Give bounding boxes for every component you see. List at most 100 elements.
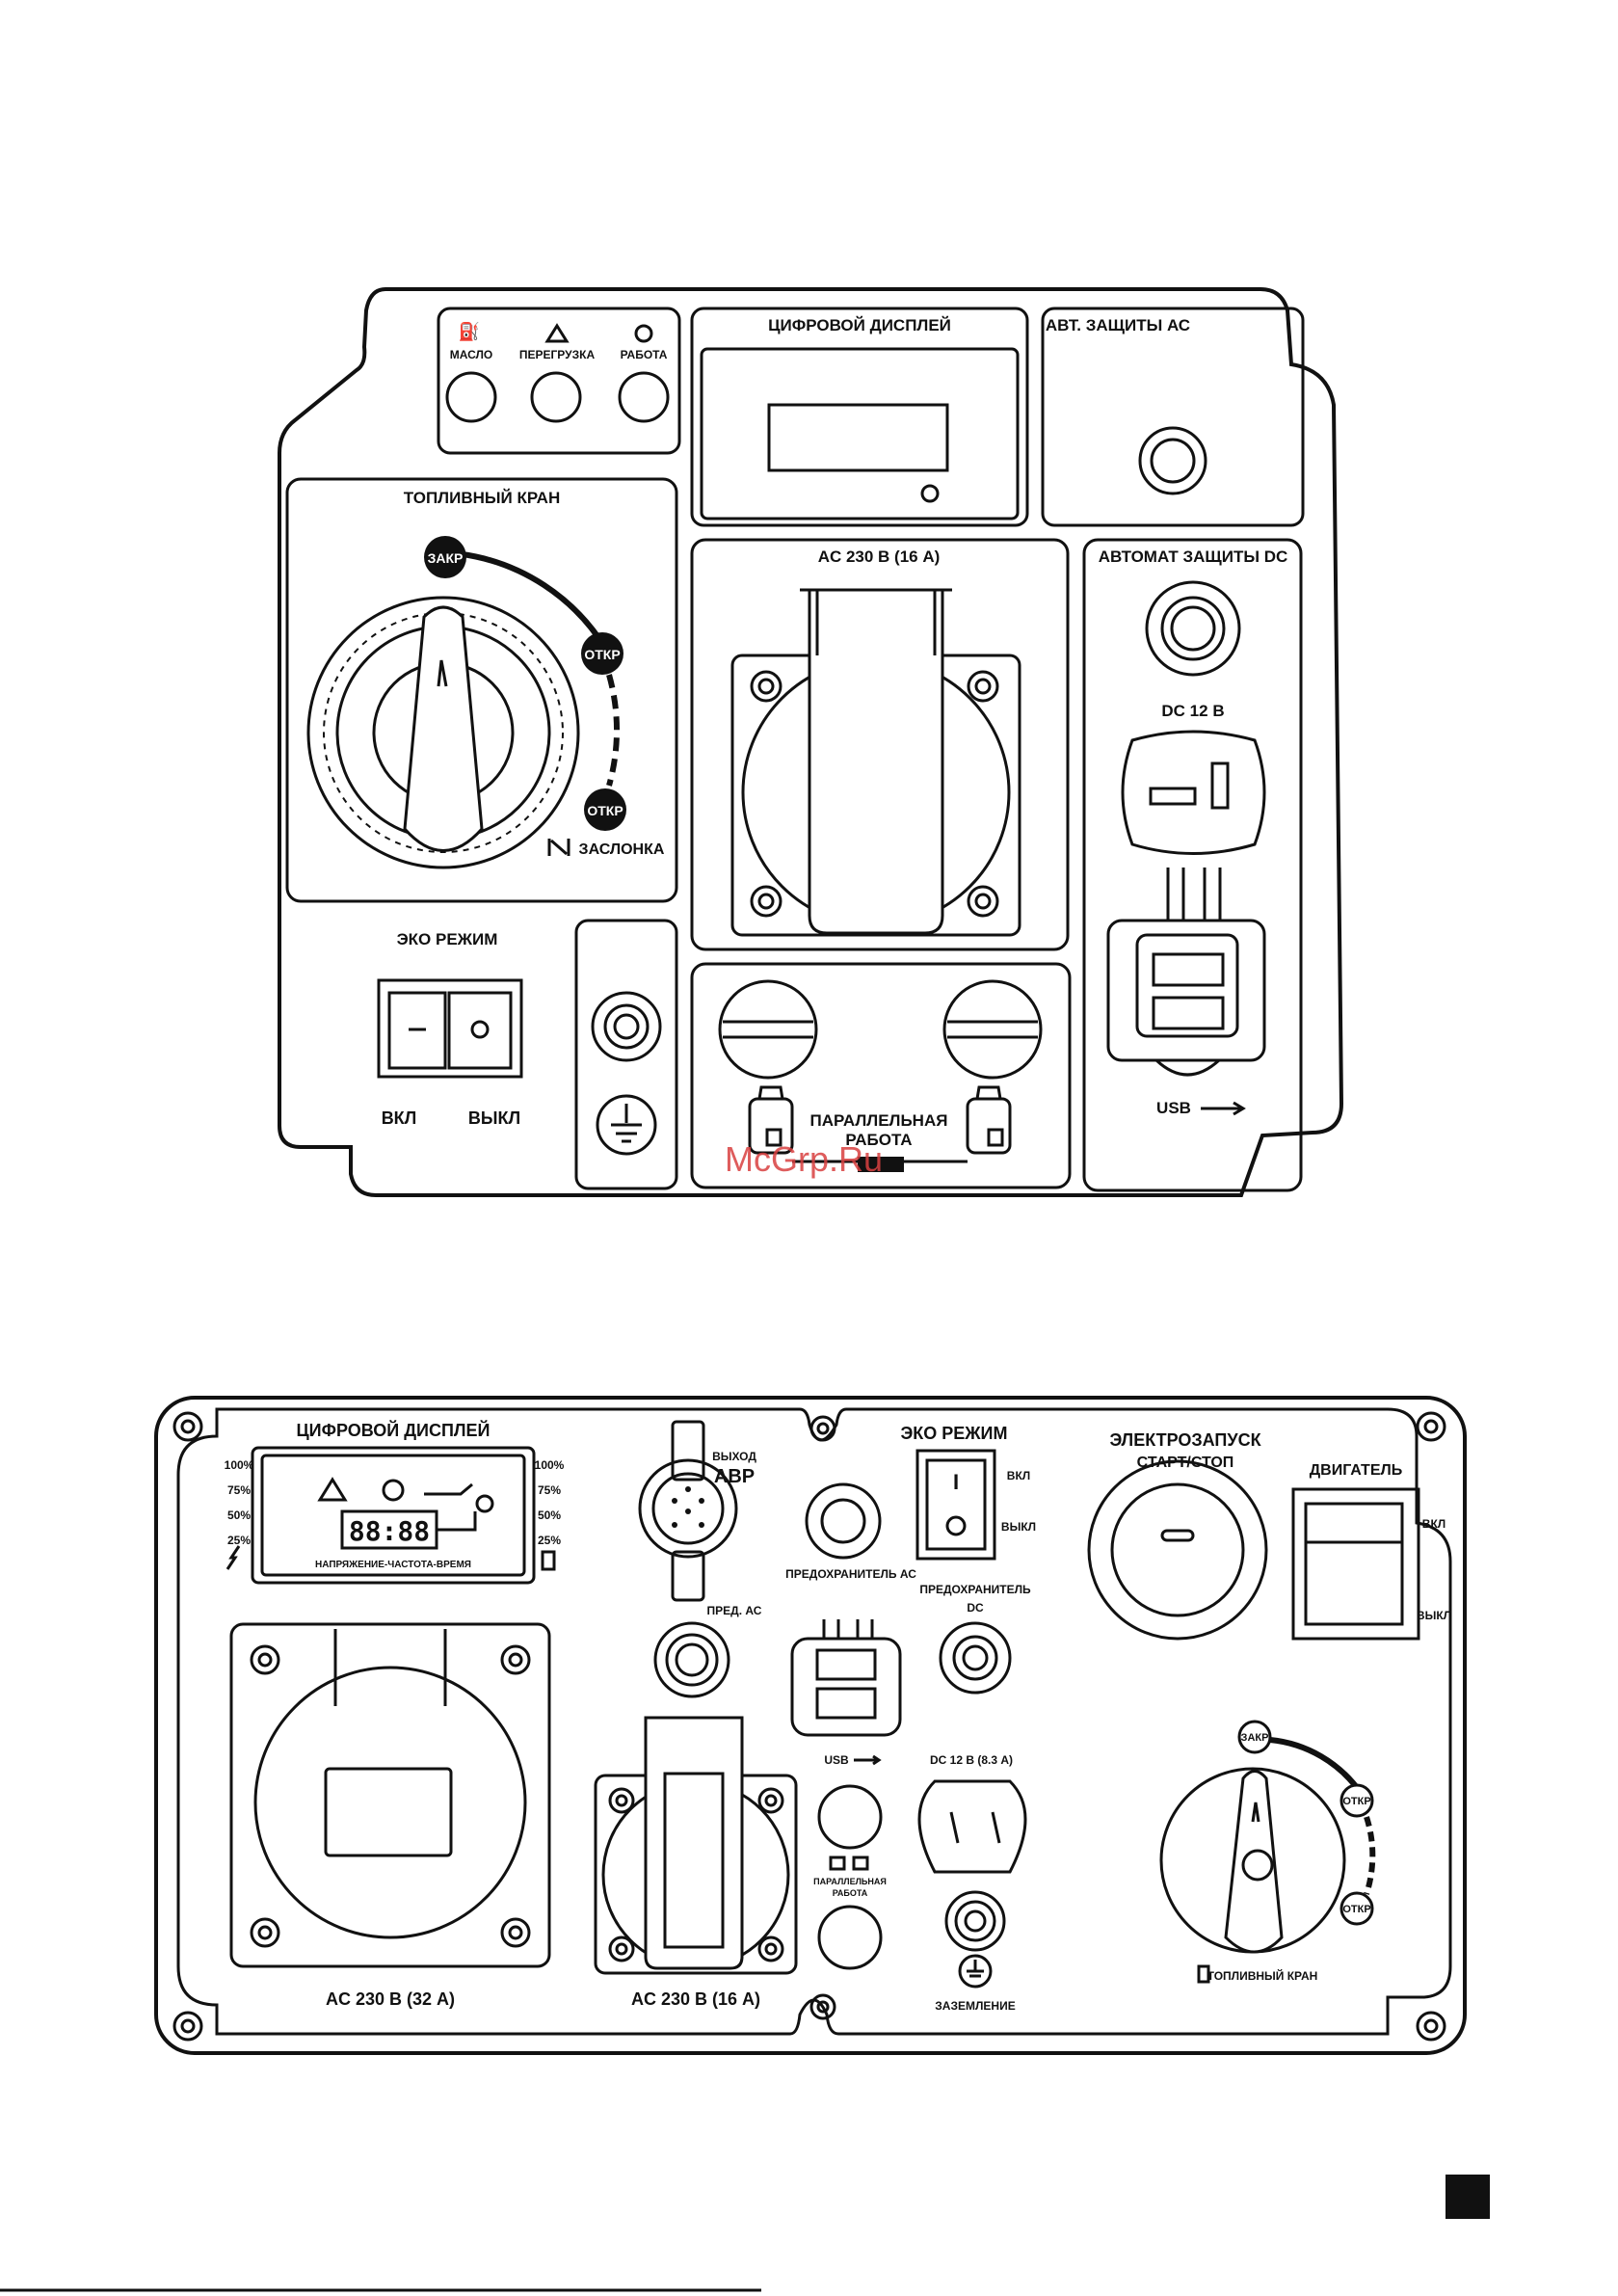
p2-pre-ac-fuse[interactable] bbox=[653, 1621, 730, 1698]
svg-text:ЗАКР: ЗАКР bbox=[1241, 1732, 1269, 1744]
svg-text:25%: 25% bbox=[538, 1534, 561, 1547]
overload-indicator: ПЕРЕГРУЗКА bbox=[519, 323, 596, 423]
p1-eco-switch[interactable] bbox=[377, 978, 523, 1079]
svg-text:75%: 75% bbox=[538, 1483, 561, 1497]
p2-engine-title: ДВИГАТЕЛЬ bbox=[1310, 1462, 1402, 1479]
p1-closed-badge: ЗАКР bbox=[424, 536, 466, 578]
work-indicator: РАБОТА bbox=[618, 324, 670, 423]
svg-text:ОТКР: ОТКР bbox=[587, 803, 623, 818]
p1-fuel-valve-title: ТОПЛИВНЫЙ КРАН bbox=[404, 489, 560, 507]
p1-choke-label: ЗАСЛОНКА bbox=[579, 841, 665, 858]
p1-display-title: ЦИФРОВОЙ ДИСПЛЕЙ bbox=[768, 316, 951, 334]
p2-load-scale: 100% 75% 50% 25% bbox=[225, 1458, 254, 1570]
p1-usb-ports[interactable] bbox=[1106, 868, 1266, 1077]
svg-text:ОТКР: ОТКР bbox=[1342, 1904, 1370, 1915]
p1-ground-terminal[interactable] bbox=[591, 991, 662, 1062]
p2-output-label-1: ВЫХОД bbox=[712, 1450, 756, 1463]
p1-fuel-valve-knob[interactable] bbox=[306, 596, 580, 869]
panel-1: ⛽ МАСЛО ПЕРЕГРУЗКА РАБОТА ЦИФРОВОЙ ДИСПЛ… bbox=[278, 287, 1344, 1197]
p2-eco-on: ВКЛ bbox=[1007, 1469, 1030, 1482]
p1-parallel-cap-left[interactable] bbox=[718, 979, 818, 1080]
watermark: McGrp.Ru bbox=[725, 1139, 883, 1179]
p2-open-badge-1: ОТКР bbox=[1339, 1783, 1374, 1818]
p2-ac16-socket[interactable] bbox=[594, 1716, 798, 1975]
p2-dc-fuse[interactable] bbox=[939, 1621, 1012, 1695]
p2-engine-switch[interactable] bbox=[1291, 1487, 1420, 1641]
p2-eco-switch[interactable]: I bbox=[915, 1449, 996, 1561]
p2-parallel-label-1: ПАРАЛЛЕЛЬНАЯ bbox=[813, 1877, 887, 1886]
p2-ac-fuse[interactable] bbox=[805, 1482, 882, 1560]
p1-dc-breaker-title: АВТОМАТ ЗАЩИТЫ DC bbox=[1099, 547, 1288, 566]
p2-ground-terminal[interactable] bbox=[944, 1890, 1006, 1952]
svg-text:25%: 25% bbox=[227, 1534, 251, 1547]
svg-text:ЗАКР: ЗАКР bbox=[428, 550, 464, 566]
p1-dc-socket[interactable] bbox=[1121, 730, 1266, 855]
p1-ac-breaker-title: АВТ. ЗАЩИТЫ АС bbox=[1046, 316, 1190, 334]
p2-electric-start-title: ЭЛЕКТРОЗАПУСК bbox=[1109, 1430, 1261, 1450]
oil-label: МАСЛО bbox=[450, 348, 492, 361]
page-number-block bbox=[1446, 2175, 1490, 2219]
p2-warning-icon bbox=[317, 1477, 348, 1502]
p2-parallel-label-2: РАБОТА bbox=[833, 1888, 868, 1898]
p2-parallel-icon bbox=[829, 1855, 869, 1871]
p2-ac32-label: AC 230 В (32 А) bbox=[326, 1989, 455, 2009]
p1-parallel-label-1: ПАРАЛЛЕЛЬНАЯ bbox=[810, 1111, 948, 1130]
p1-ac-socket[interactable] bbox=[730, 588, 1021, 937]
svg-text:50%: 50% bbox=[538, 1508, 561, 1522]
usb-icon bbox=[1201, 1101, 1246, 1116]
p1-parallel-plug-left-icon bbox=[748, 1085, 794, 1155]
p2-fuel-valve-label: ТОПЛИВНЫЙ КРАН bbox=[1207, 1968, 1318, 1983]
p2-eco-off: ВЫКЛ bbox=[1001, 1520, 1036, 1534]
p2-fuel-scale: 100% 75% 50% 25% bbox=[535, 1458, 565, 1571]
p2-engine-off: ВЫКЛ bbox=[1417, 1609, 1451, 1622]
p2-fuel-icon bbox=[1197, 1964, 1210, 1984]
p2-display-caption: НАПРЯЖЕНИЕ-ЧАСТОТА-ВРЕМЯ bbox=[315, 1560, 471, 1570]
p1-usb-label: USB bbox=[1156, 1099, 1191, 1117]
p2-pre-ac-label: ПРЕД. АС bbox=[707, 1604, 762, 1617]
p1-eco-on: ВКЛ bbox=[382, 1108, 417, 1128]
p2-usb-label: USB bbox=[824, 1753, 849, 1767]
p1-open-badge-1: ОТКР bbox=[581, 632, 623, 675]
p2-fuel-valve-knob[interactable] bbox=[1159, 1767, 1346, 1954]
overload-label: ПЕРЕГРУЗКА bbox=[519, 348, 596, 361]
p1-display-screen bbox=[767, 403, 949, 472]
p2-oil-icon bbox=[424, 1482, 494, 1513]
p1-dc-breaker-button[interactable] bbox=[1145, 580, 1241, 677]
svg-text:100%: 100% bbox=[225, 1458, 254, 1472]
p1-parallel-plug-right-icon bbox=[966, 1085, 1012, 1155]
ground-icon bbox=[596, 1094, 657, 1156]
p2-display-title: ЦИФРОВОЙ ДИСПЛЕЙ bbox=[297, 1420, 491, 1440]
oil-indicator: ⛽ МАСЛО bbox=[445, 321, 497, 423]
p2-ac16-label: AC 230 В (16 А) bbox=[631, 1989, 760, 2009]
p1-dc-outlet-title: DC 12 В bbox=[1161, 702, 1224, 720]
p1-choke: ЗАСЛОНКА bbox=[547, 839, 665, 858]
p2-output-label-2: АВР bbox=[714, 1466, 755, 1487]
svg-text:ОТКР: ОТКР bbox=[584, 647, 620, 662]
p2-usb-ports[interactable] bbox=[790, 1619, 902, 1737]
p2-avr-output[interactable] bbox=[638, 1420, 738, 1602]
p2-dc-fuse-label-1: ПРЕДОХРАНИТЕЛЬ bbox=[919, 1583, 1031, 1596]
p2-ground-icon bbox=[958, 1954, 993, 1989]
p2-closed-badge: ЗАКР bbox=[1237, 1720, 1272, 1754]
p2-dc-outlet[interactable] bbox=[917, 1779, 1027, 1874]
p1-parallel-cap-right[interactable] bbox=[942, 979, 1043, 1080]
oil-icon: ⛽ bbox=[459, 321, 480, 341]
svg-text:75%: 75% bbox=[227, 1483, 251, 1497]
p2-parallel-socket-top[interactable] bbox=[817, 1784, 883, 1850]
fuel-icon bbox=[541, 1550, 556, 1571]
warning-icon bbox=[544, 323, 570, 343]
p2-open-badge-2: ОТКР bbox=[1339, 1891, 1374, 1926]
p1-eco-off: ВЫКЛ bbox=[468, 1108, 520, 1128]
p1-eco-title: ЭКО РЕЖИМ bbox=[397, 930, 498, 948]
lightning-icon bbox=[634, 324, 653, 343]
p1-ac-outlet-title: AC 230 В (16 А) bbox=[818, 547, 941, 566]
p2-dc-outlet-label: DC 12 В (8.3 А) bbox=[930, 1753, 1013, 1767]
work-label: РАБОТА bbox=[621, 348, 668, 361]
p1-ac-breaker-button[interactable] bbox=[1138, 426, 1207, 495]
svg-text:100%: 100% bbox=[535, 1458, 565, 1472]
p2-parallel-socket-bottom[interactable] bbox=[817, 1905, 883, 1970]
p2-ac-fuse-label: ПРЕДОХРАНИТЕЛЬ АС bbox=[785, 1567, 916, 1581]
p2-ac32-socket[interactable] bbox=[229, 1622, 551, 1968]
p2-start-stop-button[interactable] bbox=[1087, 1459, 1268, 1641]
